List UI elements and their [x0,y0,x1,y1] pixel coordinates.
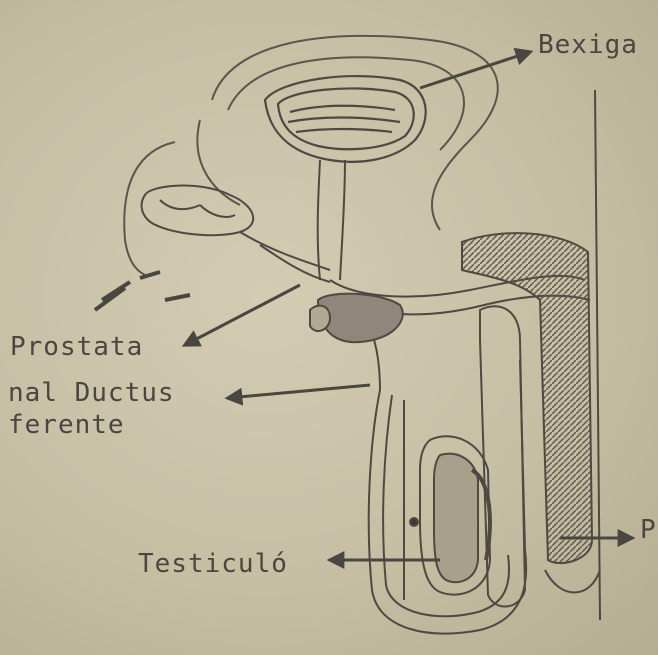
seminal-vesicle [142,186,254,236]
label-penis-partial: P [640,515,657,545]
prostate [310,294,403,343]
label-ductus-line2: ferente [8,410,125,440]
cut-markers [95,272,190,310]
bexiga-arrow [420,52,530,88]
label-ductus-line1: nal Ductus [8,378,175,408]
ductus-arrow [228,385,370,398]
scrotum-testis [369,360,526,634]
bladder [265,76,426,162]
label-testiculo: Testiculó [138,549,288,579]
penis [462,90,600,620]
label-bexiga: Bexiga [538,30,638,60]
prostata-arrow [185,285,300,345]
label-prostata: Prostata [10,332,143,362]
